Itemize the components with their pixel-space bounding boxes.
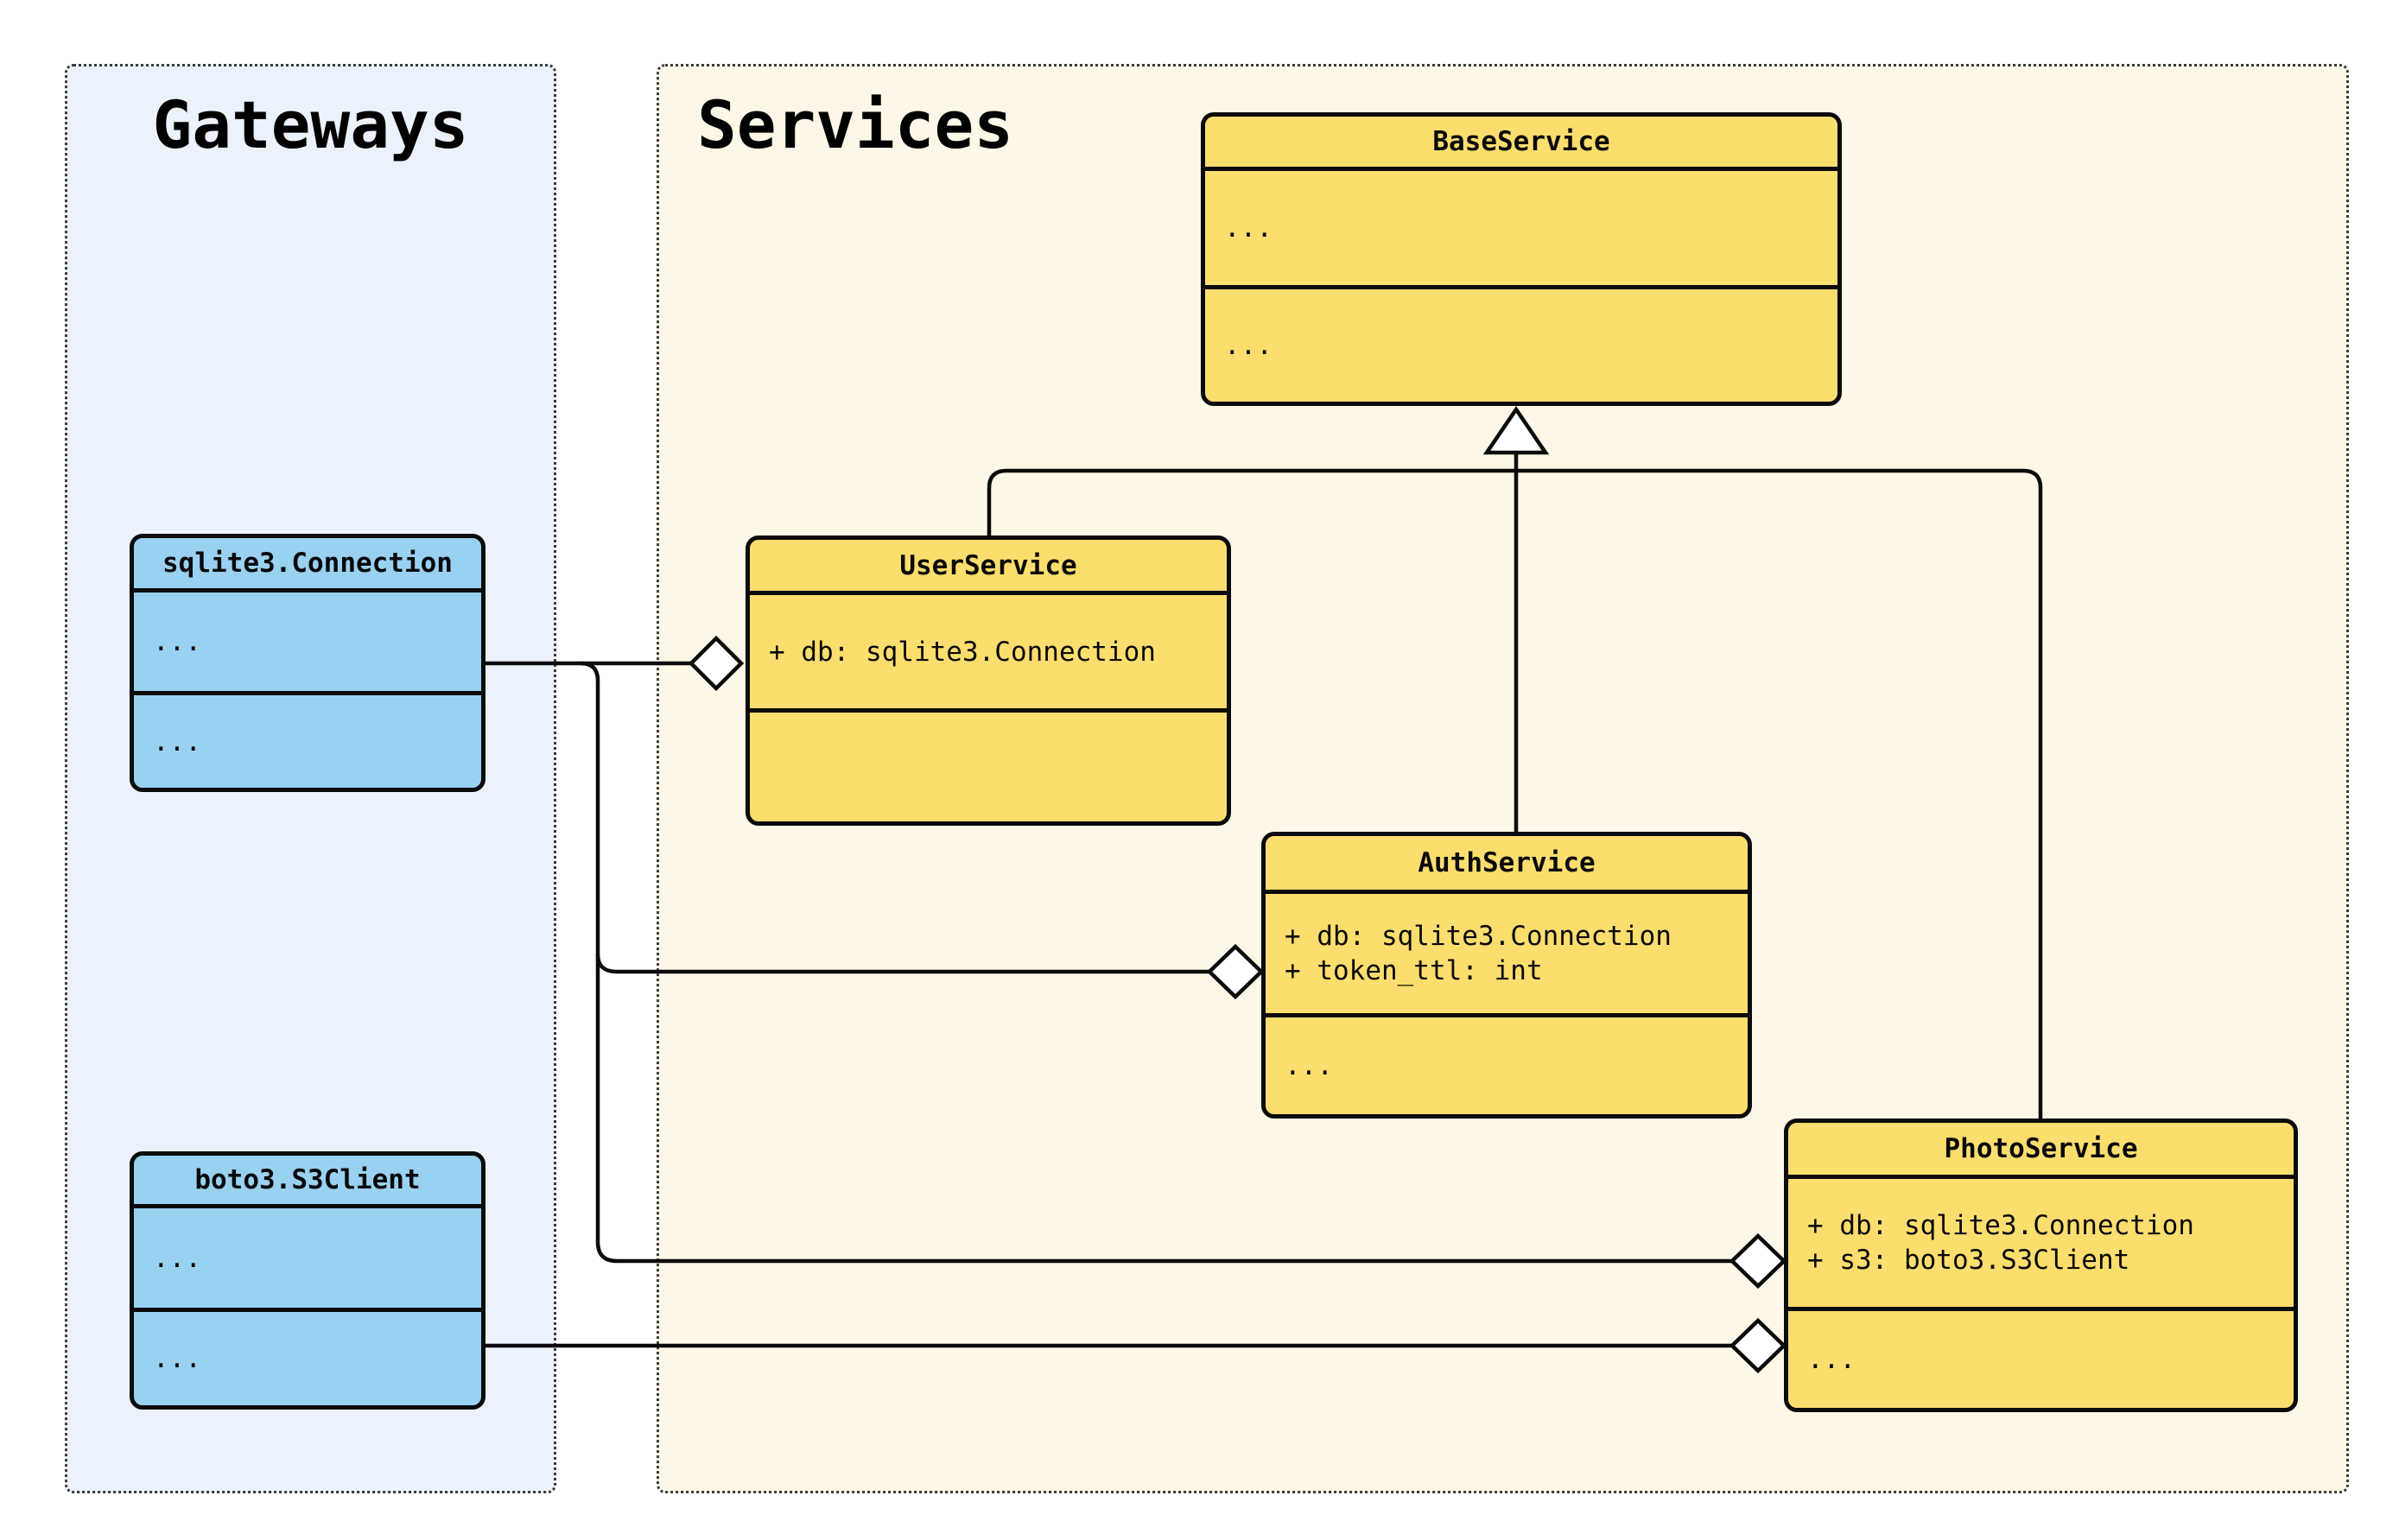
method-line: ...: [1807, 1344, 1856, 1375]
class-sqlite3-connection-attributes: ...: [134, 593, 481, 695]
edge-sqlite3-photoservice: [580, 661, 1732, 1264]
method-line: ...: [153, 726, 201, 757]
class-photoservice-methods: ...: [1788, 1311, 2294, 1408]
class-baseservice-name: BaseService: [1205, 117, 1837, 171]
attribute-line: + db: sqlite3.Connection: [769, 636, 1156, 668]
class-baseservice: BaseService ... ...: [1201, 112, 1842, 406]
attribute-line: ...: [1224, 212, 1272, 244]
class-userservice-methods: [750, 713, 1227, 821]
class-userservice: UserService + db: sqlite3.Connection: [746, 536, 1231, 826]
class-boto3-s3client-attributes: ...: [134, 1208, 481, 1312]
class-baseservice-attributes: ...: [1205, 171, 1837, 289]
method-line: ...: [1285, 1050, 1333, 1081]
class-boto3-s3client-name: boto3.S3Client: [134, 1156, 481, 1208]
edge-sqlite3-authservice: [595, 954, 1209, 974]
attribute-line: ...: [153, 1242, 201, 1274]
container-gateways-title: Gateways: [152, 86, 469, 163]
class-authservice: AuthService + db: sqlite3.Connection + t…: [1261, 832, 1752, 1119]
class-boto3-s3client: boto3.S3Client ... ...: [130, 1151, 486, 1410]
class-authservice-attributes: + db: sqlite3.Connection + token_ttl: in…: [1266, 894, 1748, 1017]
class-authservice-methods: ...: [1266, 1017, 1748, 1114]
attribute-line: ...: [153, 626, 201, 657]
class-photoservice: PhotoService + db: sqlite3.Connection + …: [1784, 1119, 2298, 1412]
class-photoservice-name: PhotoService: [1788, 1123, 2294, 1179]
aggregation-diamond-userservice: [688, 635, 745, 692]
class-sqlite3-connection: sqlite3.Connection ... ...: [130, 534, 486, 792]
method-line: ...: [153, 1343, 201, 1374]
class-userservice-attributes: + db: sqlite3.Connection: [750, 595, 1227, 713]
class-sqlite3-connection-methods: ...: [134, 695, 481, 788]
class-baseservice-methods: ...: [1205, 289, 1837, 402]
container-services-title: Services: [697, 86, 1014, 163]
method-line: ...: [1224, 330, 1272, 361]
inheritance-triangle-marker: [1482, 405, 1550, 455]
aggregation-diamond-photoservice-db: [1729, 1233, 1787, 1290]
aggregation-diamond-photoservice-s3: [1729, 1317, 1787, 1374]
attribute-line: + db: sqlite3.Connection: [1285, 921, 1672, 952]
aggregation-diamond-authservice: [1206, 943, 1265, 1000]
attribute-line: + s3: boto3.S3Client: [1807, 1245, 2130, 1276]
attribute-line: + token_ttl: int: [1285, 955, 1543, 986]
class-boto3-s3client-methods: ...: [134, 1312, 481, 1405]
class-userservice-name: UserService: [750, 540, 1227, 595]
class-photoservice-attributes: + db: sqlite3.Connection + s3: boto3.S3C…: [1788, 1179, 2294, 1311]
class-sqlite3-connection-name: sqlite3.Connection: [134, 538, 481, 593]
class-authservice-name: AuthService: [1266, 836, 1748, 894]
attribute-line: + db: sqlite3.Connection: [1807, 1210, 2194, 1241]
